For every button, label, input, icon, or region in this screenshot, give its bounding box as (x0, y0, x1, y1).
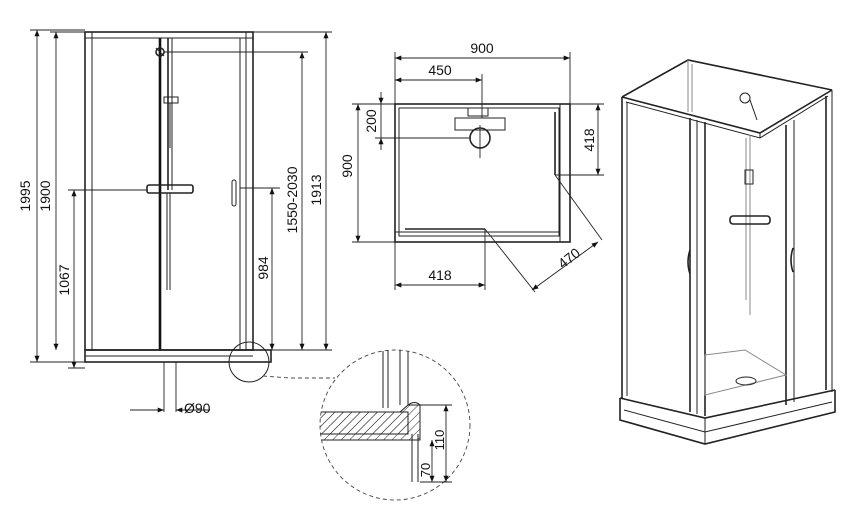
dim-detail-70: 70 (418, 463, 433, 477)
dim-handle-height: 984 (255, 256, 271, 280)
dim-top-200: 200 (363, 109, 379, 133)
dim-total-height: 1995 (17, 180, 33, 211)
dim-shower-range: 1550-2030 (284, 166, 300, 233)
3d-door-handle-left (687, 249, 691, 275)
thermostatic-mixer (146, 184, 194, 194)
dim-rail-height: 1913 (308, 174, 324, 205)
dim-panel-height: 1900 (37, 180, 53, 211)
perspective-view (619, 59, 836, 445)
3d-tray (619, 390, 836, 445)
dim-top-right-418: 418 (581, 128, 597, 152)
front-view: 1995 1900 1067 984 1550-2030 1913 Ø90 (17, 29, 335, 416)
3d-mixer (729, 215, 771, 225)
cabin-frame (84, 31, 254, 351)
detail-callout (228, 341, 270, 383)
dim-detail-110: 110 (432, 430, 447, 451)
dim-top-470: 470 (555, 244, 583, 271)
detail-circle (319, 349, 471, 501)
cabin-top-back (621, 59, 833, 98)
door-handle (231, 179, 237, 207)
dim-mixer-height: 1067 (56, 264, 72, 295)
dim-top-width: 900 (470, 40, 494, 56)
3d-shower-head (739, 92, 751, 104)
top-view: 900 450 900 200 418 418 470 (339, 40, 604, 293)
dim-top-bottom-418: 418 (428, 267, 452, 283)
detail-view: 70 110 (319, 349, 471, 501)
rail-slider (163, 96, 179, 104)
top-outer-frame (394, 103, 571, 243)
3d-door-handle-right (790, 247, 794, 273)
dim-top-half-width: 450 (428, 62, 452, 78)
dim-drain: Ø90 (184, 400, 211, 416)
dim-top-depth: 900 (339, 154, 355, 178)
3d-drain (735, 376, 757, 386)
